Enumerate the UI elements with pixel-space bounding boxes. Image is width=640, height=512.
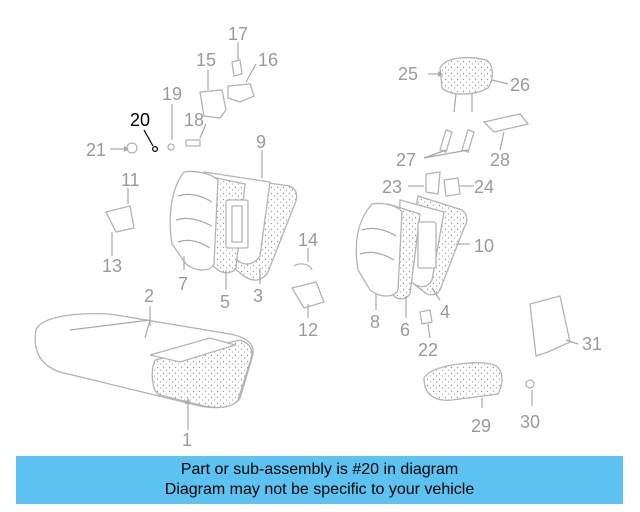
right-seat-back — [355, 195, 468, 300]
callout-4: 4 — [440, 302, 450, 322]
callout-12: 12 — [298, 320, 318, 340]
banner-line-disclaimer: Diagram may not be specific to your vehi… — [164, 481, 475, 498]
callout-10: 10 — [474, 236, 494, 256]
callout-29: 29 — [471, 416, 491, 436]
callout-3: 3 — [253, 286, 263, 306]
left-seat-back — [169, 170, 298, 281]
callout-1: 1 — [182, 430, 192, 450]
callout-18: 18 — [184, 110, 204, 130]
armrest-and-panel — [423, 295, 571, 401]
callout-28: 28 — [490, 150, 510, 170]
hardware-parts — [105, 59, 461, 325]
callout-22: 22 — [418, 340, 438, 360]
callout-25: 25 — [398, 64, 418, 84]
banner-line-part-info: Part or sub-assembly is #20 in diagram — [180, 461, 459, 478]
callout-5: 5 — [220, 292, 230, 312]
callout-21: 21 — [86, 140, 106, 160]
callout-24: 24 — [474, 177, 494, 197]
callout-20-highlighted: 20 — [130, 110, 150, 130]
callout-31: 31 — [582, 334, 602, 354]
callout-15: 15 — [196, 50, 216, 70]
callout-19: 19 — [162, 84, 182, 104]
callout-30: 30 — [520, 412, 540, 432]
callout-27: 27 — [396, 150, 416, 170]
callout-8: 8 — [370, 312, 380, 332]
info-banner: Part or sub-assembly is #20 in diagram D… — [16, 456, 623, 504]
callout-26: 26 — [510, 75, 530, 95]
callout-9: 9 — [256, 132, 266, 152]
callout-2: 2 — [144, 286, 154, 306]
parts-diagram: 1 2 3 4 5 6 7 8 9 10 11 12 13 14 15 16 1… — [34, 24, 602, 450]
callout-labels: 1 2 3 4 5 6 7 8 9 10 11 12 13 14 15 16 1… — [86, 24, 602, 450]
callout-17: 17 — [228, 24, 248, 44]
headrest — [439, 56, 530, 153]
callout-6: 6 — [400, 320, 410, 340]
callout-16: 16 — [258, 50, 278, 70]
callout-14: 14 — [298, 230, 318, 250]
callout-7: 7 — [178, 274, 188, 294]
callout-13: 13 — [102, 256, 122, 276]
seat-cushion — [34, 312, 254, 409]
leader-lines — [110, 42, 579, 430]
callout-23: 23 — [382, 177, 402, 197]
callout-11: 11 — [121, 170, 140, 190]
